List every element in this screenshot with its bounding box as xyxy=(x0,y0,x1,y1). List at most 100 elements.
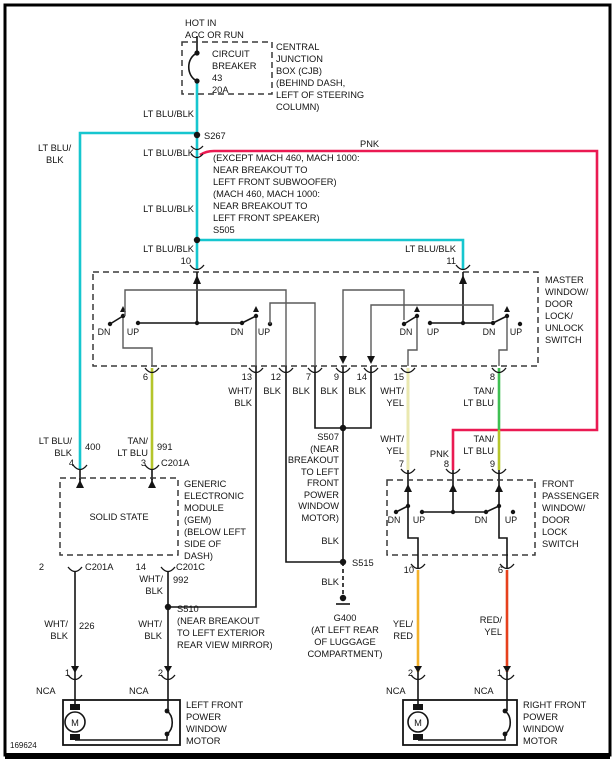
nca-label-rf2: NCA xyxy=(386,686,406,696)
connector-pin11 xyxy=(455,264,471,271)
connector-gem-pin14 xyxy=(160,566,176,573)
wire-pnk xyxy=(199,149,599,470)
lf-limit-switch xyxy=(166,710,174,735)
svg-text:WHT/: WHT/ xyxy=(138,619,162,629)
connector-c201a-top-label: C201A xyxy=(161,458,190,468)
connector-lf-pin1 xyxy=(67,674,83,681)
ground-g400-dot xyxy=(339,594,347,602)
down-arrow-lf2 xyxy=(164,666,172,673)
svg-text:SWITCH: SWITCH xyxy=(542,539,579,549)
fps-pin7-label: 7 xyxy=(399,459,404,469)
wire-ltblublk-label-1: LT BLU/BLK xyxy=(143,109,195,119)
breaker-label-1: CIRCUIT xyxy=(212,49,250,59)
splice-s507-dot xyxy=(339,424,347,432)
wire-ltblublk-label-4: LT BLU/BLK xyxy=(143,244,195,254)
drop-pin8 xyxy=(498,318,508,366)
circuit-226: 226 xyxy=(79,621,95,631)
svg-text:POWER: POWER xyxy=(186,712,221,722)
svg-text:BLK: BLK xyxy=(50,631,68,641)
pin6-label: 6 xyxy=(143,372,148,382)
rail-pin7 xyxy=(269,302,316,366)
master-pin-labels: 6 13 12 7 9 14 15 8 xyxy=(143,372,495,382)
circuit-400: 400 xyxy=(85,442,101,452)
svg-text:BLK: BLK xyxy=(234,398,252,408)
svg-text:FRONT: FRONT xyxy=(307,478,339,488)
connector-c201c-label: C201C xyxy=(176,562,205,572)
wire-blk-pin7 xyxy=(314,366,343,429)
fps-wiper-right xyxy=(485,505,500,513)
gem-module: 4 3 C201A SOLID STATE GENERIC ELECTRONIC… xyxy=(39,458,246,573)
rail-pin14 xyxy=(370,304,494,362)
connector-fps-pin10 xyxy=(410,563,426,570)
svg-text:YEL: YEL xyxy=(484,627,502,637)
splice-s505-label: S505 xyxy=(213,225,235,235)
svg-text:DASH): DASH) xyxy=(184,551,213,561)
svg-text:DN: DN xyxy=(98,327,111,337)
svg-text:OF LUGGAGE: OF LUGGAGE xyxy=(314,637,375,647)
connector-fps-pin9 xyxy=(491,468,507,475)
sheet-id: 169624 xyxy=(10,741,37,750)
svg-text:WHT/: WHT/ xyxy=(44,619,68,629)
down-arrow-rf2 xyxy=(414,666,422,673)
svg-text:WHT/: WHT/ xyxy=(380,386,404,396)
drop-pin15 xyxy=(407,318,418,366)
svg-text:SWITCH: SWITCH xyxy=(545,335,582,345)
svg-text:COMPARTMENT): COMPARTMENT) xyxy=(307,649,382,659)
svg-text:RED: RED xyxy=(393,631,413,641)
fps-dn-up-labels: DN UP DN UP xyxy=(388,515,518,525)
connector-gem-pin3 xyxy=(144,464,160,471)
connector-pin10 xyxy=(189,264,205,271)
rf-motor-m: M xyxy=(414,718,422,728)
passenger-switch: 7 8 9 DN UP DN UP FRONT PASS xyxy=(386,459,599,575)
connector-fps-pin6 xyxy=(499,563,515,570)
svg-text:POWER: POWER xyxy=(523,712,558,722)
svg-text:DOOR: DOOR xyxy=(542,515,570,525)
rf-motor-pin2-label: 2 xyxy=(408,668,413,678)
wire-ltblublk-label-5: LT BLU/BLK xyxy=(405,244,457,254)
svg-text:RIGHT FRONT: RIGHT FRONT xyxy=(523,700,587,710)
nca-label-lf1: NCA xyxy=(36,686,56,696)
splice-s510-label: S510 xyxy=(177,604,199,614)
pin8-label: 8 xyxy=(490,372,495,382)
svg-text:TO LEFT EXTERIOR: TO LEFT EXTERIOR xyxy=(177,628,265,638)
drop-pin6 xyxy=(122,318,153,366)
rf-motor-internal-wire xyxy=(418,734,506,741)
passenger-lower-labels: YEL/ RED RED/ YEL xyxy=(393,615,503,641)
entry-arrow-pin11 xyxy=(459,275,467,284)
svg-text:UP: UP xyxy=(413,515,425,525)
svg-text:LT BLU: LT BLU xyxy=(463,446,494,456)
upper-wire-labels: LT BLU/ BLK LT BLU/BLK LT BLU/BLK LT BLU… xyxy=(38,109,457,266)
wiper-switch-c xyxy=(403,315,418,325)
svg-text:LT BLU: LT BLU xyxy=(463,398,494,408)
svg-text:WHT/: WHT/ xyxy=(228,386,252,396)
svg-text:WINDOW: WINDOW xyxy=(298,501,339,511)
lf-motor-pin1-label: 1 xyxy=(65,668,70,678)
master-dn-up-labels: DN UP DN UP DN UP DN UP xyxy=(98,327,523,337)
splice-s267-dot xyxy=(193,131,201,139)
svg-text:POWER: POWER xyxy=(304,490,339,500)
svg-text:TO LEFT: TO LEFT xyxy=(301,467,339,477)
lf-motor: 1 2 NCA NCA M LEFT FRONT POWER WINDOW MO… xyxy=(36,666,243,746)
svg-text:UNLOCK: UNLOCK xyxy=(545,323,585,333)
svg-text:LEFT FRONT: LEFT FRONT xyxy=(186,700,243,710)
lf-motor-pin2-label: 2 xyxy=(158,668,163,678)
master-pivot-arrows xyxy=(120,306,510,312)
lf-motor-symbol xyxy=(64,711,86,733)
breakout-arc-1 xyxy=(190,145,204,151)
splice-s515-dot xyxy=(339,558,347,566)
wire-ltblublk-label-2: LT BLU/BLK xyxy=(143,148,195,158)
breaker-contact-top xyxy=(194,50,200,56)
svg-text:WHT/: WHT/ xyxy=(139,574,163,584)
entry-arrow-pin10 xyxy=(193,275,201,284)
svg-text:UP: UP xyxy=(427,327,439,337)
nca-label-lf2: NCA xyxy=(129,686,149,696)
master-pin10-label: 10 xyxy=(181,256,191,266)
fps-pin9-label: 9 xyxy=(490,459,495,469)
exit-arrow-pin14 xyxy=(367,356,375,364)
svg-text:(GEM): (GEM) xyxy=(184,515,211,525)
lf-motor-internal-wire xyxy=(75,734,168,741)
pin12-label: 12 xyxy=(271,372,281,382)
svg-text:FRONT: FRONT xyxy=(542,479,574,489)
connector-c201a-bottom-label: C201A xyxy=(85,562,114,572)
svg-text:TAN/: TAN/ xyxy=(474,386,495,396)
